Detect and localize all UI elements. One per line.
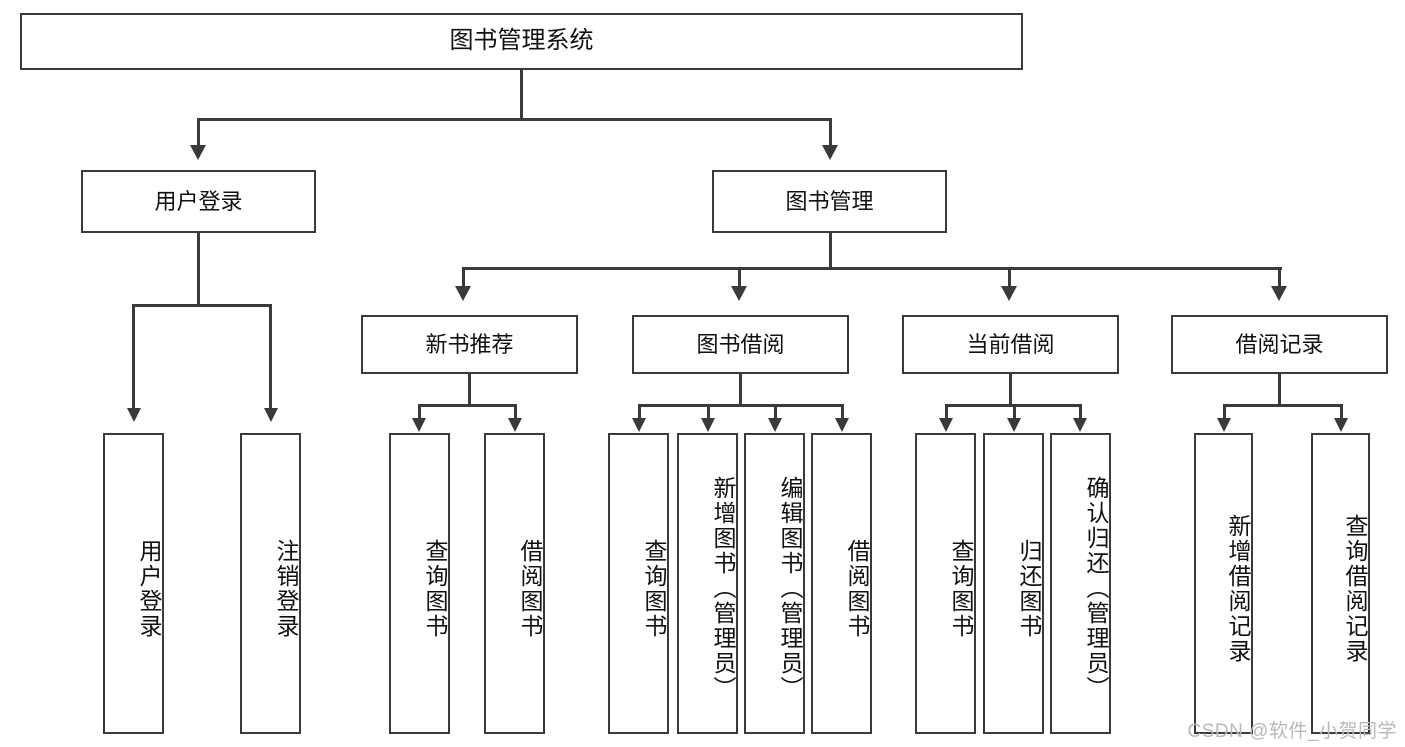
connector-book-mgmt-stem xyxy=(829,233,832,268)
node-label: 图书管理 xyxy=(785,188,874,214)
arrow-to-leaf-return-book xyxy=(1007,418,1021,432)
connector-book-borrow-bus xyxy=(639,404,844,407)
arrow-to-leaf-confirm-return xyxy=(1073,418,1087,432)
connector-book-borrow-to-leaf-2 xyxy=(707,404,710,421)
node-label: 查询借阅记录 xyxy=(1342,513,1368,664)
node-label: 确认归还（管理员） xyxy=(1083,476,1109,701)
connector-current-borrow-stem xyxy=(1009,374,1012,406)
connector-root-to-book-mgmt xyxy=(829,118,832,148)
connector-current-borrow-to-leaf-3 xyxy=(1079,404,1082,421)
node-book-management[interactable]: 图书管理 xyxy=(712,170,947,233)
connector-borrow-record-bus xyxy=(1224,404,1342,407)
node-label: 用户登录 xyxy=(136,538,162,639)
node-user-login[interactable]: 用户登录 xyxy=(81,170,316,233)
node-label: 用户登录 xyxy=(154,188,243,214)
arrow-to-borrow-record xyxy=(1271,286,1287,301)
leaf-add-borrow-record[interactable]: 新增借阅记录 xyxy=(1194,433,1253,734)
arrow-to-leaf-logout xyxy=(264,408,278,422)
node-label: 新书推荐 xyxy=(425,331,514,357)
leaf-confirm-return-admin[interactable]: 确认归还（管理员） xyxy=(1050,433,1111,734)
connector-book-mgmt-bus xyxy=(463,267,1282,270)
node-root-system[interactable]: 图书管理系统 xyxy=(20,13,1023,70)
leaf-query-borrow-record[interactable]: 查询借阅记录 xyxy=(1311,433,1370,734)
connector-current-borrow-to-leaf-2 xyxy=(1013,404,1016,421)
connector-borrow-record-to-leaf-1 xyxy=(1223,404,1226,421)
connector-user-login-to-leaf-2 xyxy=(269,304,272,410)
arrow-to-leaf-query-book-c xyxy=(939,418,953,432)
connector-to-borrow-record xyxy=(1278,267,1281,289)
connector-book-borrow-to-leaf-1 xyxy=(638,404,641,421)
connector-user-login-stem xyxy=(197,233,200,306)
leaf-return-book[interactable]: 归还图书 xyxy=(983,433,1044,734)
node-label: 编辑图书（管理员） xyxy=(777,476,803,701)
arrow-to-user-login xyxy=(190,145,206,160)
node-label: 查询图书 xyxy=(948,538,974,639)
leaf-query-book-current[interactable]: 查询图书 xyxy=(915,433,976,734)
node-label: 借阅记录 xyxy=(1235,331,1324,357)
arrow-to-leaf-edit-book xyxy=(768,418,782,432)
connector-new-book-bus xyxy=(419,404,516,407)
arrow-to-current-borrow xyxy=(1001,286,1017,301)
connector-to-new-book xyxy=(462,267,465,289)
leaf-add-book-admin[interactable]: 新增图书（管理员） xyxy=(677,433,738,734)
node-label: 新增借阅记录 xyxy=(1225,513,1251,664)
arrow-to-book-mgmt xyxy=(822,145,838,160)
arrow-to-leaf-add-book xyxy=(701,418,715,432)
arrow-to-leaf-user-login xyxy=(127,408,141,422)
node-new-book-recommend[interactable]: 新书推荐 xyxy=(361,315,578,374)
leaf-query-book-borrow[interactable]: 查询图书 xyxy=(608,433,669,734)
arrow-to-leaf-query-record xyxy=(1334,418,1348,432)
connector-root-stem xyxy=(520,70,523,119)
node-label: 查询图书 xyxy=(641,538,667,639)
connector-user-login-to-leaf-1 xyxy=(132,304,135,410)
node-label: 注销登录 xyxy=(273,538,299,639)
node-label: 归还图书 xyxy=(1016,538,1042,639)
leaf-borrow-book[interactable]: 借阅图书 xyxy=(811,433,872,734)
node-label: 新增图书（管理员） xyxy=(710,476,736,701)
leaf-borrow-book-new-book[interactable]: 借阅图书 xyxy=(484,433,545,734)
connector-root-bus xyxy=(198,118,832,121)
node-label: 图书借阅 xyxy=(696,331,785,357)
node-label: 借阅图书 xyxy=(517,538,543,639)
connector-book-borrow-stem xyxy=(739,374,742,406)
node-label: 借阅图书 xyxy=(844,538,870,639)
node-current-borrow[interactable]: 当前借阅 xyxy=(902,315,1119,374)
connector-new-book-stem xyxy=(468,374,471,406)
node-label: 查询图书 xyxy=(422,538,448,639)
arrow-to-book-borrow xyxy=(731,286,747,301)
connector-book-borrow-to-leaf-3 xyxy=(774,404,777,421)
arrow-to-leaf-add-record xyxy=(1217,418,1231,432)
node-borrow-record[interactable]: 借阅记录 xyxy=(1171,315,1388,374)
node-label: 当前借阅 xyxy=(966,331,1055,357)
connector-borrow-record-to-leaf-2 xyxy=(1340,404,1343,421)
connector-new-book-to-leaf-1 xyxy=(418,404,421,421)
arrow-to-leaf-borrow-book-a xyxy=(508,418,522,432)
node-book-borrow[interactable]: 图书借阅 xyxy=(632,315,849,374)
connector-book-borrow-to-leaf-4 xyxy=(841,404,844,421)
arrow-to-leaf-borrow-book-b xyxy=(835,418,849,432)
connector-user-login-bus xyxy=(133,304,271,307)
arrow-to-leaf-query-book-b xyxy=(632,418,646,432)
arrow-to-new-book xyxy=(455,286,471,301)
leaf-edit-book-admin[interactable]: 编辑图书（管理员） xyxy=(744,433,805,734)
leaf-logout[interactable]: 注销登录 xyxy=(240,433,301,734)
connector-current-borrow-to-leaf-1 xyxy=(945,404,948,421)
connector-borrow-record-stem xyxy=(1278,374,1281,406)
connector-root-to-user-login xyxy=(197,118,200,148)
node-label: 图书管理系统 xyxy=(449,27,594,55)
arrow-to-leaf-query-book-a xyxy=(412,418,426,432)
connector-new-book-to-leaf-2 xyxy=(514,404,517,421)
leaf-user-login[interactable]: 用户登录 xyxy=(103,433,164,734)
leaf-query-book-new-book[interactable]: 查询图书 xyxy=(389,433,450,734)
connector-to-current-borrow xyxy=(1008,267,1011,289)
connector-to-book-borrow xyxy=(738,267,741,289)
